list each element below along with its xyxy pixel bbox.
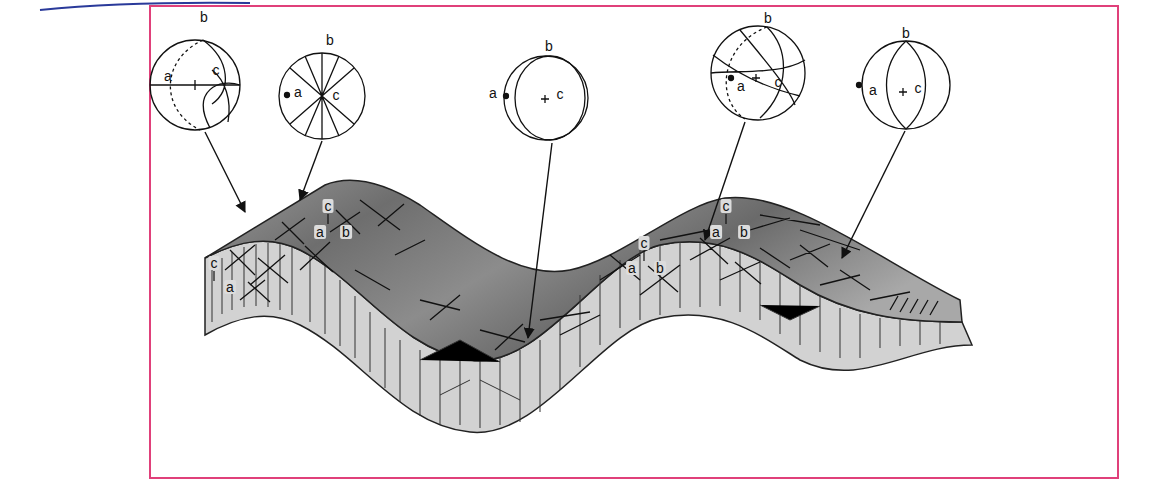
axis-label: b (738, 225, 750, 239)
stereonet-label: a (737, 79, 745, 93)
stereonet-label: c (333, 88, 340, 102)
axis-label: a (224, 280, 236, 294)
axis-label: c (721, 199, 732, 213)
stereonet-label: c (213, 63, 220, 77)
stereonet-label: c (557, 87, 564, 101)
axis-label: c (209, 256, 220, 270)
axis-label: c (639, 236, 650, 250)
stereonet-label: c (915, 81, 922, 95)
stereonet-label: b (764, 11, 772, 25)
stereonet-label: a (294, 85, 302, 99)
axis-label: b (654, 261, 666, 275)
axis-label: a (314, 225, 326, 239)
stereonet-label: b (902, 26, 910, 40)
stereonet-label: a (869, 83, 877, 97)
stereonet-label: b (326, 33, 334, 47)
stereonet-label: c (775, 75, 782, 89)
axis-label: b (340, 225, 352, 239)
axis-label: a (710, 225, 722, 239)
stereonet-label: b (545, 39, 553, 53)
stereonet-label: a (164, 69, 172, 83)
stereonet-label: a (489, 86, 497, 100)
axis-label: a (626, 261, 638, 275)
axis-label: c (323, 199, 334, 213)
stereonet-label: b (200, 10, 208, 24)
